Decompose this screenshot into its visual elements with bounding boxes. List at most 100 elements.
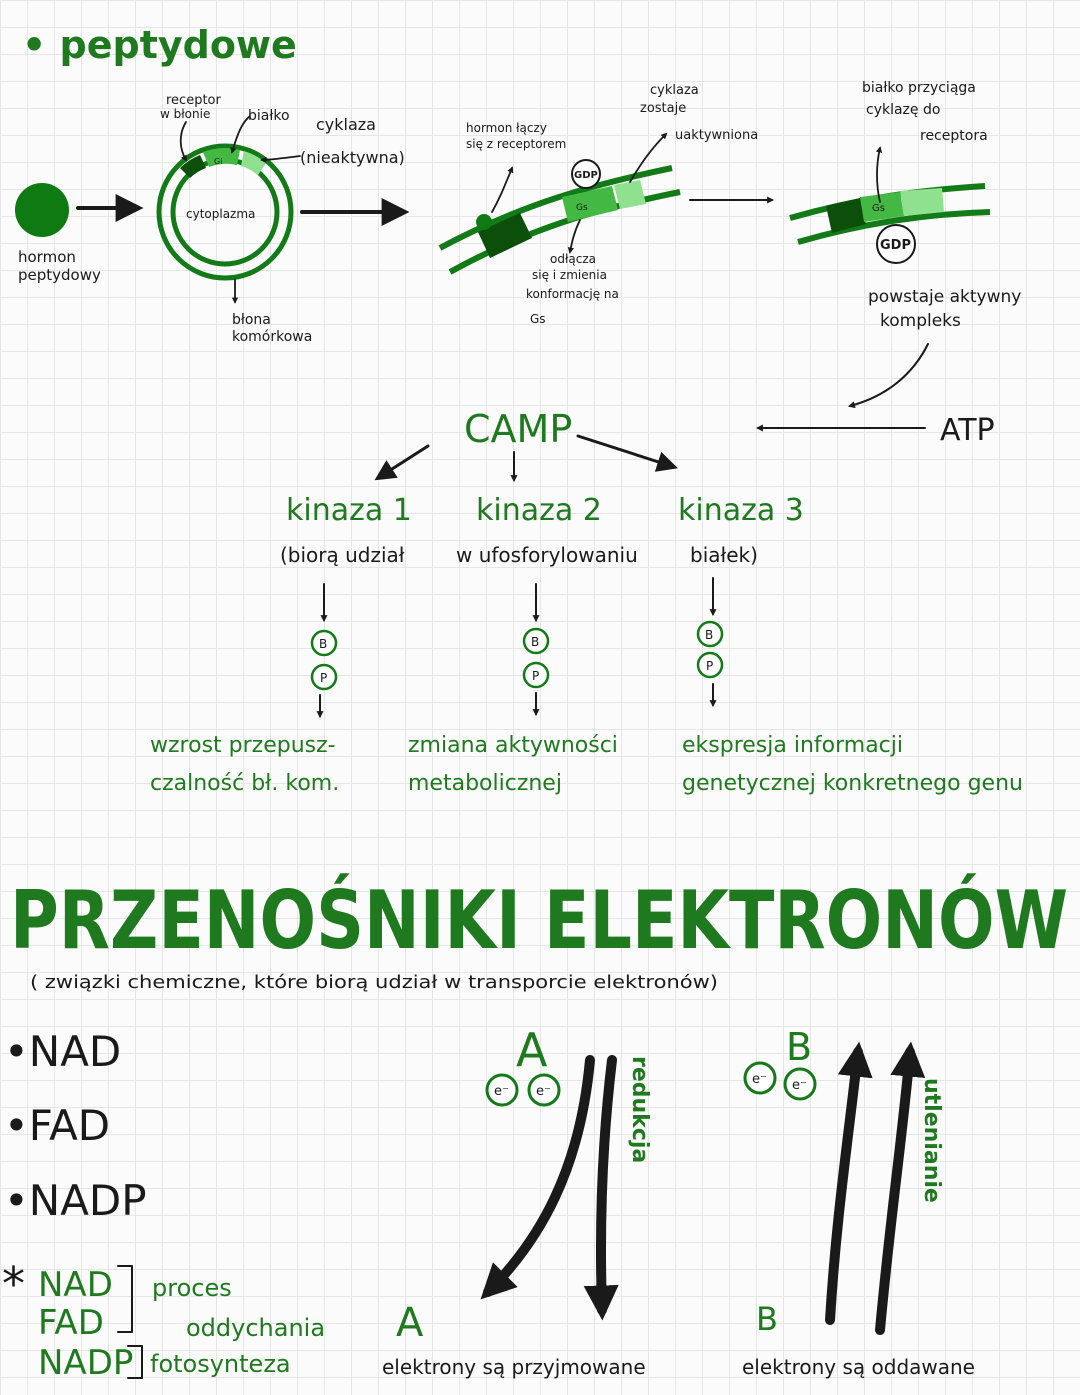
cyclase-label-2: (nieaktywna): [300, 148, 405, 167]
oxidation-letter-bottom: B: [756, 1300, 778, 1338]
cyclase-label-1: cyklaza: [316, 115, 376, 134]
reduction-arrow-down-1: [480, 1055, 595, 1300]
reduction-caption: elektrony są przyjmowane: [382, 1355, 646, 1379]
kinase-2-label: kinaza 2: [476, 493, 602, 528]
electron-a-2: [527, 1073, 561, 1107]
oxidation-letter-top: B: [786, 1025, 812, 1069]
note-process-3: fotosynteza: [150, 1350, 291, 1378]
note-nad: NAD: [38, 1265, 113, 1305]
oxidation-caption: elektrony są oddawane: [742, 1355, 975, 1379]
arrow-complex-to-atp: [847, 343, 929, 409]
pointer-hormone-binds: [491, 166, 514, 213]
hormone-label-1: hormon: [18, 248, 76, 266]
membrane-label-2: komórkowa: [232, 329, 312, 345]
atp-label: ATP: [940, 413, 995, 448]
p-label-1: P: [320, 671, 327, 685]
attach-label-2: cyklazę do: [866, 102, 940, 118]
camp-label: CAMP: [464, 407, 572, 451]
b-label-1: B: [319, 637, 327, 651]
detach-label-1: odłącza: [550, 252, 596, 266]
gdp-label-2: GDP: [880, 238, 911, 253]
receptor-label-1: receptor: [166, 93, 222, 108]
bracket-nadp: [127, 1345, 143, 1379]
carrier-nadp: •NADP: [4, 1176, 147, 1225]
electron-b-2: [783, 1067, 817, 1101]
carrier-nad: •NAD: [4, 1027, 121, 1076]
pointer-receptor: [179, 121, 187, 162]
reduction-letter-bottom: A: [396, 1300, 424, 1346]
detach-label-3: konformację na: [526, 287, 619, 301]
gdp-circle-2: [876, 224, 916, 264]
cyclase-activated-label-2: zostaje: [640, 101, 686, 116]
chain-kinase-3: [696, 577, 724, 708]
cell-outer-membrane: [156, 143, 294, 281]
p-label-3: P: [706, 659, 713, 673]
reduction-word: redukcja: [627, 1056, 652, 1163]
note-process-1: proces: [152, 1274, 232, 1302]
kinase-1-label: kinaza 1: [286, 493, 412, 528]
electron-a-1-label: e⁻: [494, 1084, 509, 1099]
cyclase-on-cell: [241, 151, 266, 175]
effect-2-line-2: metabolicznej: [408, 771, 562, 796]
membrane-label-1: błona: [232, 312, 271, 328]
hormone-binds-label-1: hormon łączy: [466, 121, 547, 135]
hormone-label-2: peptydowy: [18, 266, 101, 284]
note-nadp: NADP: [38, 1343, 133, 1383]
chain-kinase-2: [522, 583, 550, 717]
pointer-attach: [875, 146, 883, 203]
effect-2-line-1: zmiana aktywności: [408, 733, 618, 758]
kinase-note-2: w ufosforylowaniu: [456, 543, 638, 567]
section-heading: • peptydowe: [22, 23, 297, 67]
effect-3-line-1: ekspresja informacji: [682, 733, 903, 758]
membrane-segment-1: [438, 165, 681, 275]
cyclase-activated-label-3: uaktywniona: [675, 128, 758, 143]
electron-b-2-label: e⁻: [792, 1078, 807, 1093]
pointer-detach: [567, 219, 581, 254]
bracket-nad-fad: [117, 1265, 133, 1333]
pointer-cyclase: [260, 155, 301, 164]
effect-3-line-2: genetycznej konkretnego genu: [682, 771, 1023, 796]
attach-label-3: receptora: [920, 128, 988, 144]
pointer-cyclase-activated: [629, 132, 668, 183]
attach-label-1: białko przyciąga: [862, 80, 976, 96]
electron-a-1: [485, 1073, 519, 1107]
membrane-segment-2: [789, 183, 991, 245]
section-title: PRZENOŚNIKI ELEKTRONÓW: [10, 873, 1068, 967]
note-star: *: [2, 1257, 25, 1311]
cyclase-activated-label-1: cyklaza: [650, 83, 699, 98]
note-process-2: oddychania: [186, 1314, 325, 1342]
cytoplasm-label: cytoplazma: [186, 207, 255, 221]
electron-b-1-label: e⁻: [752, 1072, 767, 1087]
gdp-label-1: GDP: [574, 170, 598, 181]
oxidation-word: utlenianie: [919, 1078, 944, 1203]
chain-kinase-1: [310, 583, 338, 719]
gdp-circle-1: [571, 159, 601, 189]
complex-label-2: kompleks: [880, 311, 961, 331]
gs-label-1: Gs: [576, 203, 588, 213]
effect-1-line-1: wzrost przepusz-: [150, 733, 336, 758]
pointer-protein: [230, 115, 251, 154]
carrier-fad: •FAD: [4, 1101, 110, 1150]
reduction-arrow-down-2: [583, 1055, 619, 1321]
kinase-note-1: (biorą udział: [280, 543, 405, 567]
receptor-label-2: w błonie: [160, 107, 210, 121]
electron-a-2-label: e⁻: [536, 1084, 551, 1099]
protein-label: białko: [248, 108, 290, 124]
complex-label-1: powstaje aktywny: [868, 287, 1021, 307]
reduction-letter-top: A: [516, 1023, 548, 1077]
hormone-dot: [15, 183, 69, 237]
arrow-camp-kinase3: [576, 434, 678, 472]
b-label-2: B: [531, 635, 539, 649]
arrow-camp-kinase1: [374, 444, 430, 481]
receptor-on-cell: [180, 155, 206, 178]
gi-label: Gi: [214, 157, 222, 166]
note-fad: FAD: [38, 1303, 104, 1343]
gs-label-2: Gs: [872, 203, 885, 214]
oxidation-arrow-up-1: [825, 1041, 873, 1325]
electron-b-1: [743, 1061, 777, 1095]
p-label-2: P: [532, 669, 539, 683]
detach-label-2: się i zmienia: [532, 268, 607, 282]
hormone-binds-label-2: się z receptorem: [466, 137, 566, 151]
detach-label-4: Gs: [530, 312, 546, 326]
